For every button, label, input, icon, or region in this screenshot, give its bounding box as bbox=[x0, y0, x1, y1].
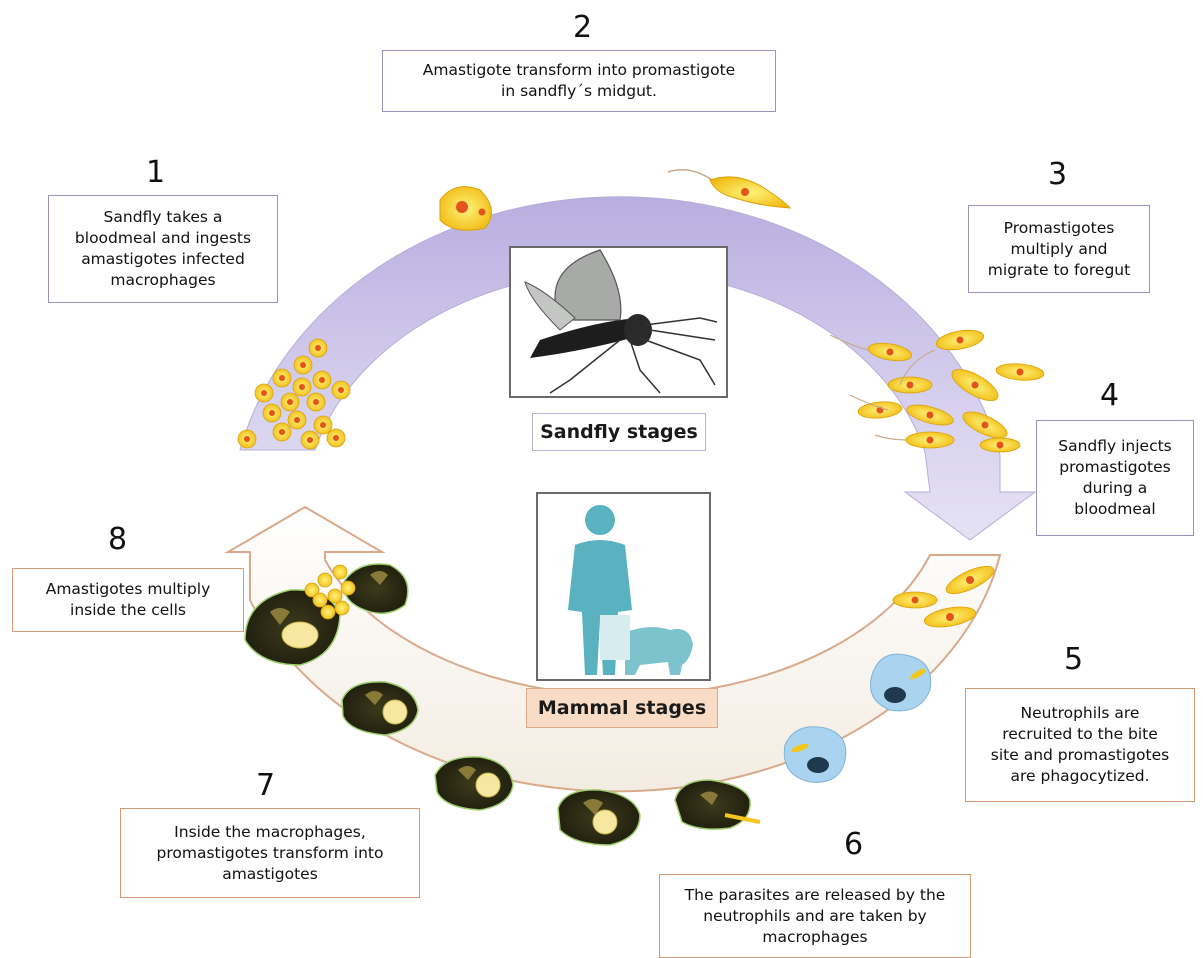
step-2-description: Amastigote transform into promastigote i… bbox=[382, 50, 776, 112]
step-3-description: Promastigotes multiply and migrate to fo… bbox=[968, 205, 1150, 293]
neutrophil-icon bbox=[870, 654, 930, 711]
neutrophil-icon-2 bbox=[784, 727, 846, 783]
step-number-3: 3 bbox=[1048, 157, 1067, 192]
step-7-description: Inside the macrophages, promastigotes tr… bbox=[120, 808, 420, 898]
step-1-description: Sandfly takes a bloodmeal and ingests am… bbox=[48, 195, 278, 303]
step-number-4: 4 bbox=[1100, 378, 1119, 413]
step-number-8: 8 bbox=[108, 522, 127, 557]
sandfly-stages-label: Sandfly stages bbox=[532, 413, 706, 451]
step-number-5: 5 bbox=[1064, 642, 1083, 677]
step-number-2: 2 bbox=[573, 10, 592, 45]
step-number-6: 6 bbox=[844, 827, 863, 862]
step-6-description: The parasites are released by the neutro… bbox=[659, 874, 971, 958]
transforming-amastigote-icon bbox=[440, 187, 491, 231]
step-8-description: Amastigotes multiply inside the cells bbox=[12, 568, 244, 632]
step-4-description: Sandfly injects promastigotes during a b… bbox=[1036, 420, 1194, 536]
step-number-7: 7 bbox=[256, 768, 275, 803]
step-number-1: 1 bbox=[146, 155, 165, 190]
mammal-stages-label: Mammal stages bbox=[526, 688, 718, 728]
step-5-description: Neutrophils are recruited to the bite si… bbox=[965, 688, 1195, 802]
